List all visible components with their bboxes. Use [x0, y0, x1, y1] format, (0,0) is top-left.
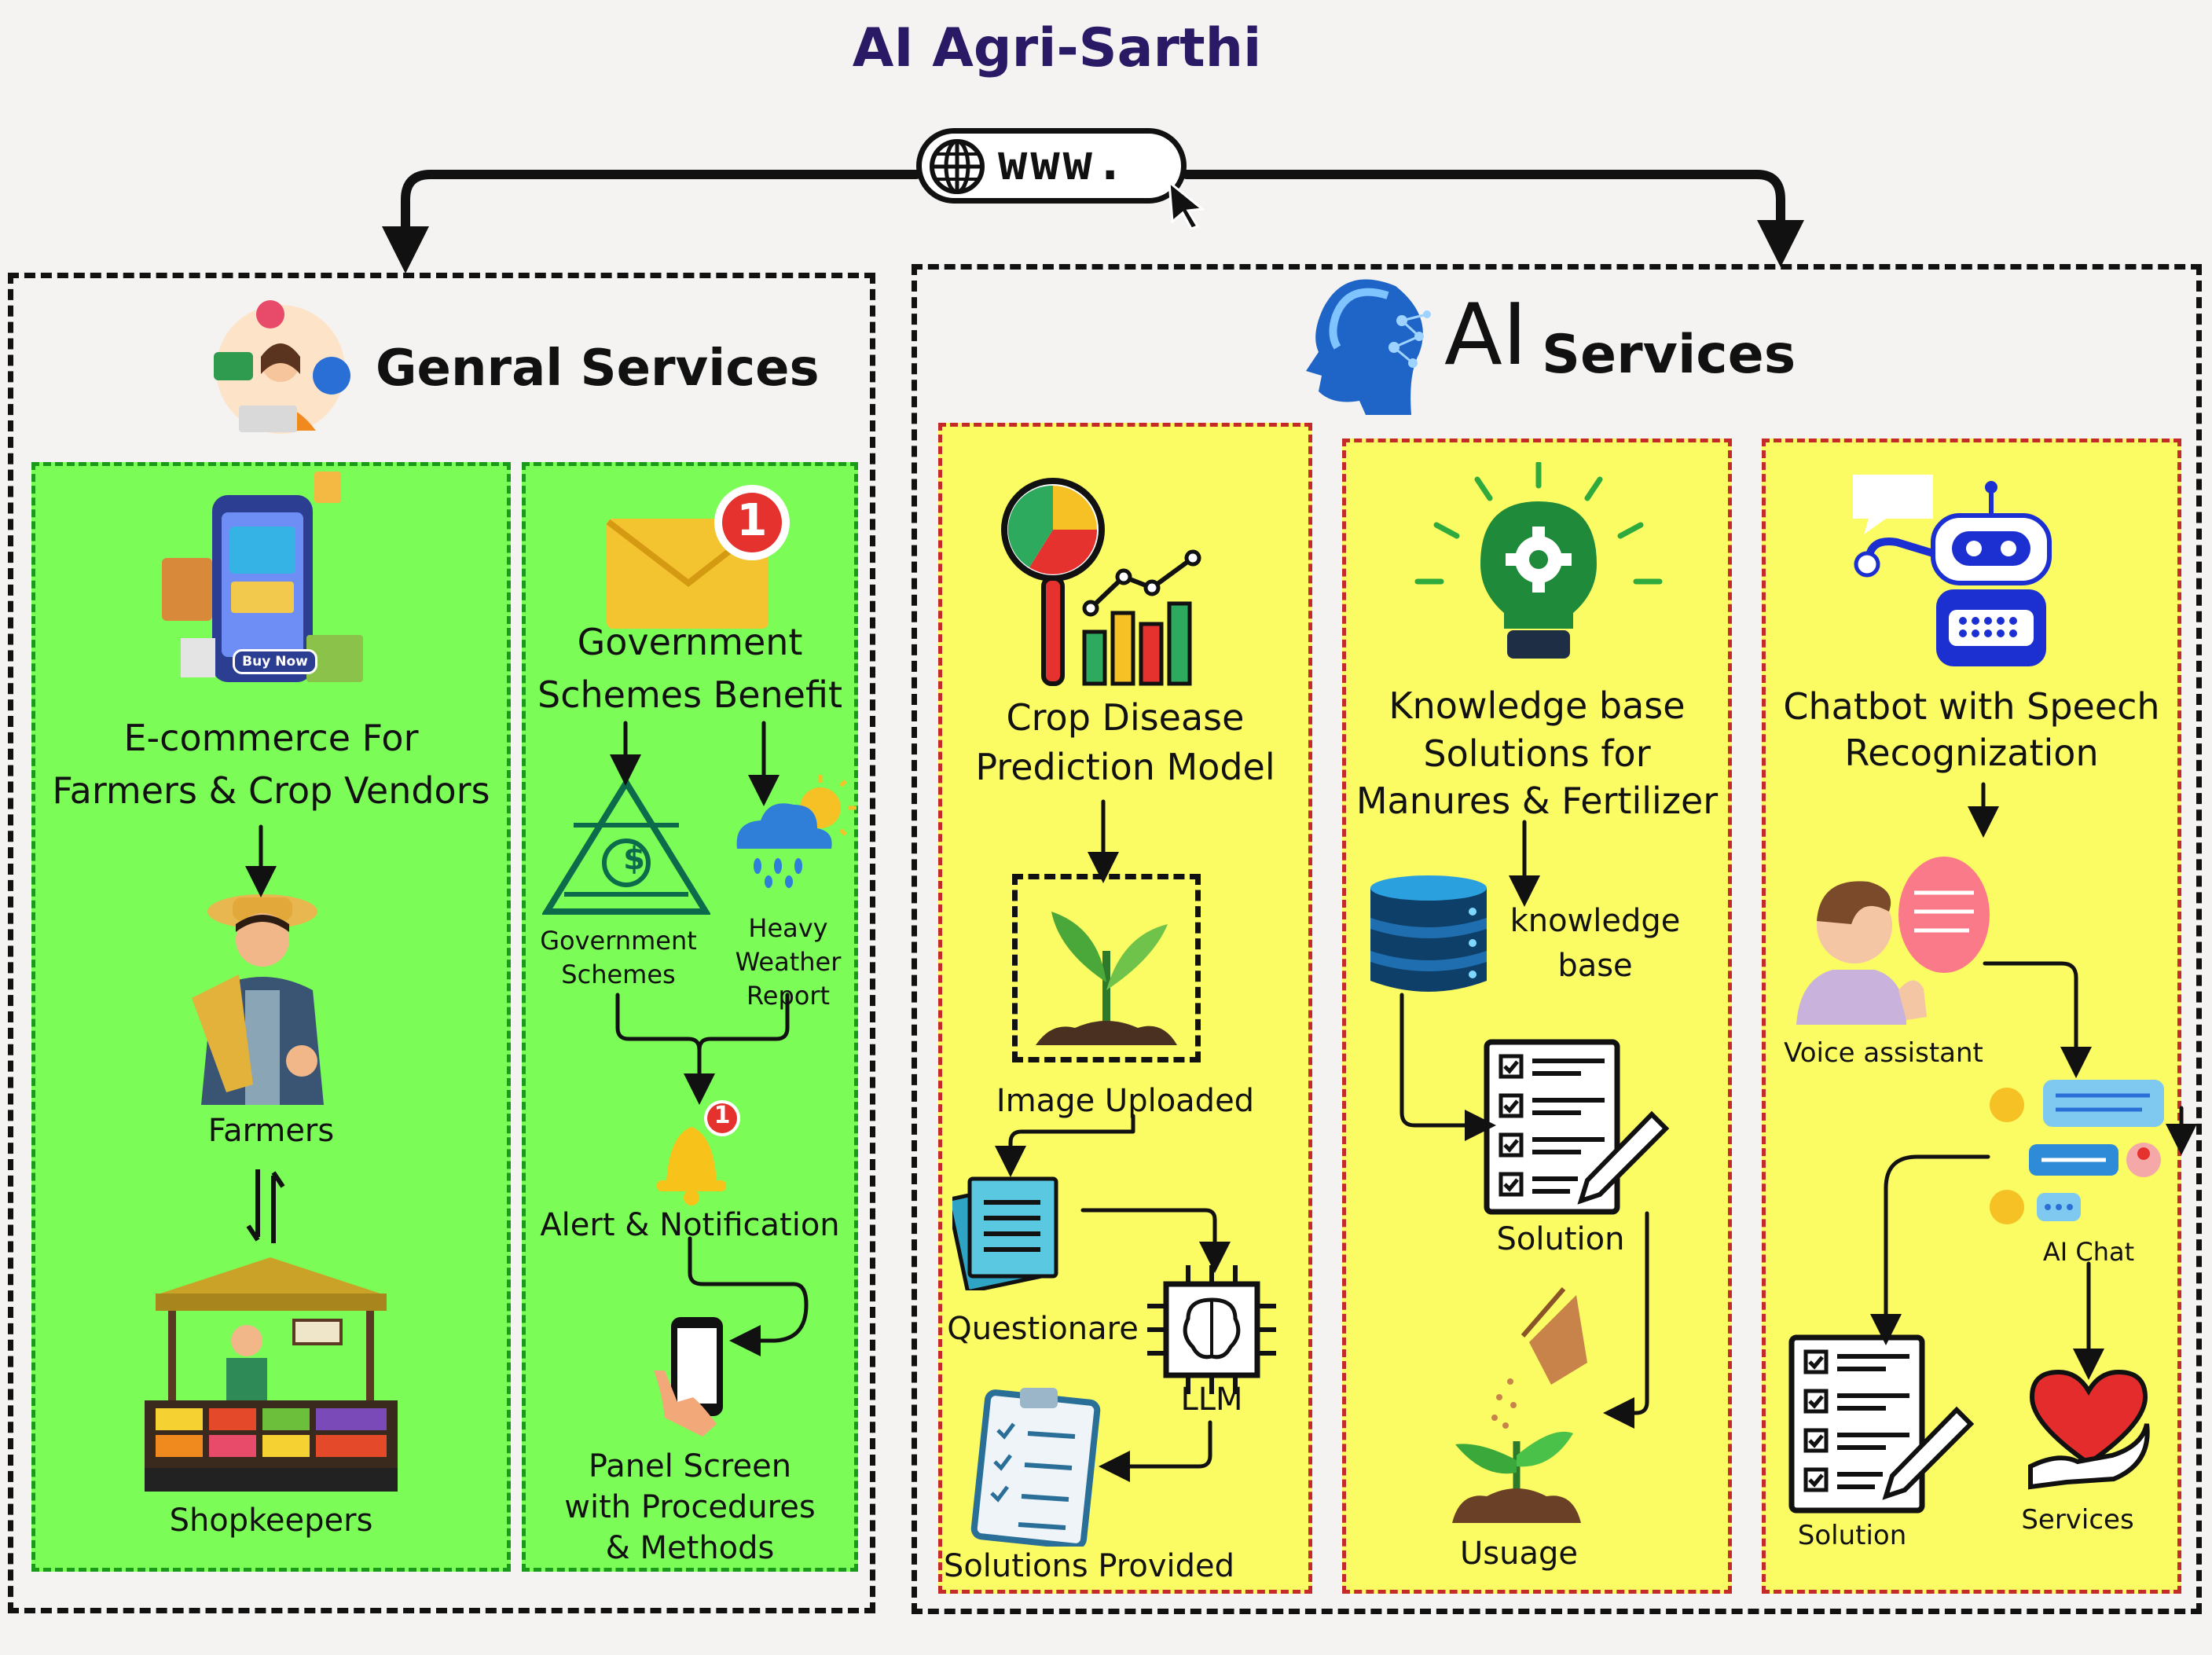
- mobile-shopping-icon: [162, 472, 363, 682]
- llm-label: LLM: [1180, 1382, 1243, 1418]
- knowledge-solution-label: Solution: [1496, 1221, 1625, 1257]
- bell-badge-icon: [704, 1100, 740, 1136]
- ai-services-title: Services: [1542, 324, 1796, 386]
- general-services-title: Genral Services: [376, 339, 820, 398]
- dollar-icon: $: [623, 841, 645, 877]
- chatbot-heading: Chatbot with Speech Recognization: [1783, 685, 2160, 774]
- government-schemes-label: Government Schemes: [540, 926, 697, 990]
- buy-now-button[interactable]: Buy Now: [233, 649, 317, 674]
- solutions-provided-label: Solutions Provided: [943, 1548, 1235, 1584]
- knowledge-heading: Knowledge base Solutions for Manures & F…: [1355, 684, 1719, 823]
- ai-chat-icon: [1990, 1080, 2164, 1224]
- page-title: AI Agri-Sarthi: [852, 17, 1262, 79]
- shopkeepers-label: Shopkeepers: [169, 1503, 373, 1539]
- general-services-box: [8, 273, 875, 1613]
- questionare-label: Questionare: [947, 1311, 1139, 1347]
- knowledge-base-label: knowledge base: [1510, 903, 1681, 984]
- image-uploaded-label: Image Uploaded: [996, 1083, 1255, 1119]
- notification-badge-icon: [714, 485, 790, 560]
- voice-assistant-icon: [1796, 857, 1990, 1025]
- database-icon: [1370, 875, 1487, 992]
- seedling-icon: [1036, 912, 1177, 1045]
- ai-services-box: [912, 264, 2202, 1614]
- exchange-arrows-icon: [246, 1169, 285, 1243]
- customer-support-icon: [214, 300, 350, 434]
- chatbot-robot-icon: [1853, 475, 2052, 666]
- usage-label: Usuage: [1460, 1536, 1578, 1572]
- services-label: Services: [2021, 1504, 2134, 1536]
- ai-chat-label: AI Chat: [2042, 1237, 2135, 1267]
- checklist-clipboard-icon: [970, 1388, 1101, 1547]
- globe-icon: [930, 139, 985, 194]
- alert-notification-label: Alert & Notification: [540, 1207, 840, 1243]
- ai-head-icon: [1306, 279, 1431, 415]
- bell-icon: [657, 1127, 726, 1205]
- fertilizer-plant-icon: [1452, 1287, 1587, 1523]
- heart-hand-icon: [2028, 1369, 2150, 1490]
- farmers-label: Farmers: [207, 1113, 335, 1149]
- weather-icon: [736, 775, 857, 888]
- panel-screen-label: Panel Screen with Procedures & Methods: [564, 1448, 816, 1566]
- url-label: www.: [998, 134, 1128, 191]
- market-stall-icon: [145, 1257, 398, 1492]
- arrow-to-general: [382, 170, 921, 273]
- ai-services-title-ai: AI: [1444, 286, 1528, 384]
- envelope-badge-count: 1: [736, 495, 768, 546]
- government-schemes-icon: [542, 778, 710, 915]
- bell-badge-count: 1: [713, 1102, 731, 1129]
- phone-hand-icon: [654, 1317, 723, 1437]
- solution-checklist-icon: [1484, 1039, 1670, 1215]
- crop-disease-heading: Crop Disease Prediction Model: [975, 696, 1275, 788]
- chatbot-solution-checklist-icon: [1788, 1334, 1975, 1514]
- llm-chip-icon: [1147, 1265, 1276, 1394]
- lightbulb-gear-icon: [1414, 462, 1663, 659]
- analytics-magnifier-icon: [1001, 478, 1201, 686]
- farmer-icon: [192, 894, 324, 1105]
- arrow-to-ai: [1182, 170, 1804, 267]
- documents-icon: [952, 1176, 1058, 1290]
- government-heading: Government Schemes Benefit: [537, 621, 842, 716]
- voice-assistant-label: Voice assistant: [1784, 1037, 1983, 1069]
- ecommerce-heading: E-commerce For Farmers & Crop Vendors: [52, 717, 490, 812]
- chatbot-solution-label: Solution: [1797, 1520, 1907, 1551]
- cursor-icon: [1168, 179, 1205, 229]
